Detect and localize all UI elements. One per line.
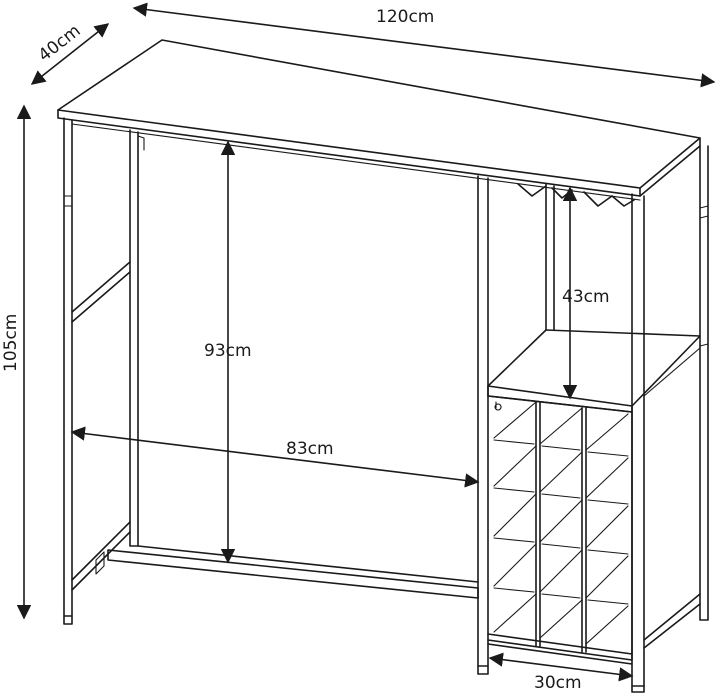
depth-dimension-line [30, 23, 110, 85]
left-side-braces [71, 261, 131, 591]
shelf-height-dimension-label: 43cm [562, 287, 610, 307]
left-front-leg [63, 117, 73, 617]
glass-holders [517, 183, 635, 207]
wine-rack-cabinet [63, 145, 709, 693]
height-dimension-label: 105cm [1, 314, 21, 372]
bottom-stretcher [107, 545, 479, 599]
tabletop [57, 39, 701, 197]
width-dimension-label: 120cm [376, 7, 434, 27]
inner-width-dimension-label: 83cm [286, 439, 334, 459]
bar-table-drawing [57, 39, 709, 693]
inner-width-dimension-line [70, 426, 480, 488]
depth-dimension-label: 40cm [35, 21, 85, 66]
inner-height-dimension-label: 93cm [204, 341, 252, 361]
width-dimension-line [132, 2, 716, 88]
rack-width-dimension-label: 30cm [534, 673, 582, 693]
rack-width-dimension-line [488, 652, 634, 682]
left-back-leg [129, 129, 145, 547]
